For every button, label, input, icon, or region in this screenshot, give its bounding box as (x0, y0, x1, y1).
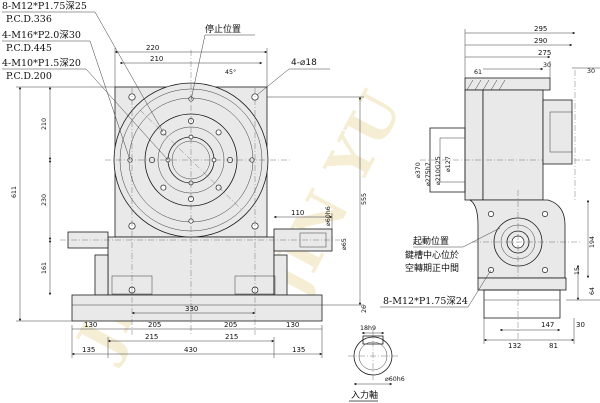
dim-right-555: 555 (361, 193, 368, 205)
side-dim-194: 194 (589, 236, 596, 248)
dim-bot-430: 430 (184, 346, 197, 354)
side-dim-295: 295 (534, 25, 547, 33)
side-turret-left (464, 89, 484, 201)
callout-stop-position: 停止位置 (205, 23, 241, 35)
housing-left-step (94, 254, 109, 296)
dim-shaft-110: 110 (291, 209, 304, 217)
side-callouts: 起動位置 鍵槽中心位於 空轉期正中間 8-M12*P1.75深24 (380, 227, 501, 308)
callout-3-line2: P.C.D.200 (6, 71, 52, 82)
side-dim-127: ⌀127 (445, 156, 452, 172)
side-dim-b30: 30 (576, 321, 585, 329)
dim-bot-330: 330 (185, 305, 198, 313)
side-base (477, 277, 567, 291)
dim-left-161: 161 (41, 262, 48, 274)
input-shaft-detail: 18h9 ⌀60h6 入力軸 (348, 325, 405, 402)
dim-bot-130a: 130 (84, 321, 97, 329)
dim-angle-45: 45° (225, 68, 236, 76)
dim-bot-205a: 205 (148, 321, 161, 329)
dim-bot-135b: 135 (292, 346, 305, 354)
detail-key-18h9: 18h9 (360, 325, 376, 332)
front-view (60, 50, 340, 335)
dim-bot-135a: 135 (82, 346, 95, 354)
dim-bot-205b: 205 (224, 321, 237, 329)
callout-side-holes: 8-M12*P1.75深24 (383, 296, 468, 307)
bolt-holes (127, 96, 255, 224)
side-turret-body (482, 89, 544, 201)
dim-shaft-60h6: ⌀60h6 (325, 206, 332, 226)
side-top-flange (464, 77, 551, 91)
side-dim-64: 64 (589, 287, 596, 295)
callout-start-position: 起動位置 (413, 235, 449, 247)
detail-input-shaft-label: 入力軸 (351, 389, 378, 401)
side-dimensions: 295 290 275 30 61 30 ⌀370 ⌀275h7 ⌀210G25… (415, 25, 600, 350)
dim-left-611: 611 (11, 186, 18, 198)
base-plate (71, 294, 323, 322)
side-dim-top-30: 30 (543, 62, 551, 69)
callout-keyway-note-1: 鍵槽中心位於 (405, 249, 459, 261)
side-dim-370: ⌀370 (415, 162, 422, 178)
dim-bot-130b: 130 (286, 321, 299, 329)
dim-left-210: 210 (41, 118, 48, 130)
side-right-hub (542, 99, 573, 165)
dim-right-26: 26 (361, 305, 368, 313)
side-dim-290: 290 (534, 37, 547, 45)
side-dim-275: 275 (538, 49, 551, 57)
callout-3-line1: 4-M10*P1.5深20 (2, 58, 81, 69)
callout-1-line1: 8-M12*P1.75深25 (2, 1, 87, 12)
callout-keyway-note-2: 空轉期正中間 (405, 262, 459, 274)
side-dim-132: 132 (508, 342, 521, 350)
side-dim-15: 15 (574, 267, 581, 275)
dim-top-210: 210 (150, 55, 163, 63)
side-dim-81: 81 (549, 342, 558, 350)
side-dim-147: 147 (541, 321, 554, 329)
side-dim-275h7: ⌀275h7 (425, 162, 432, 186)
callout-2-line1: 4-M16*P2.0深30 (2, 30, 81, 41)
callout-2-line2: P.C.D.445 (6, 43, 52, 54)
callout-corner-holes: 4-⌀18 (291, 58, 317, 68)
callout-1-line2: P.C.D.336 (6, 14, 52, 25)
side-base-lower (483, 289, 561, 319)
dim-shaft-65: ⌀65 (341, 238, 348, 250)
dim-left-230: 230 (41, 194, 48, 206)
dim-bot-215a: 215 (145, 333, 158, 341)
side-view (420, 70, 590, 340)
dim-top-220: 220 (146, 44, 159, 52)
front-dimensions: 220 210 45° 210 230 161 611 555 26 110 ⌀… (11, 44, 368, 358)
side-dim-flange-30: 30 (587, 68, 595, 75)
detail-shaft-60h6: ⌀60h6 (385, 376, 405, 383)
housing-right-step (273, 254, 288, 296)
side-dim-61: 61 (474, 69, 482, 76)
dim-bot-215b: 215 (225, 333, 238, 341)
front-callouts: 8-M12*P1.75深25 P.C.D.336 4-M16*P2.0深30 P… (2, 1, 330, 161)
side-dim-210g25: ⌀210G25 (435, 156, 442, 185)
